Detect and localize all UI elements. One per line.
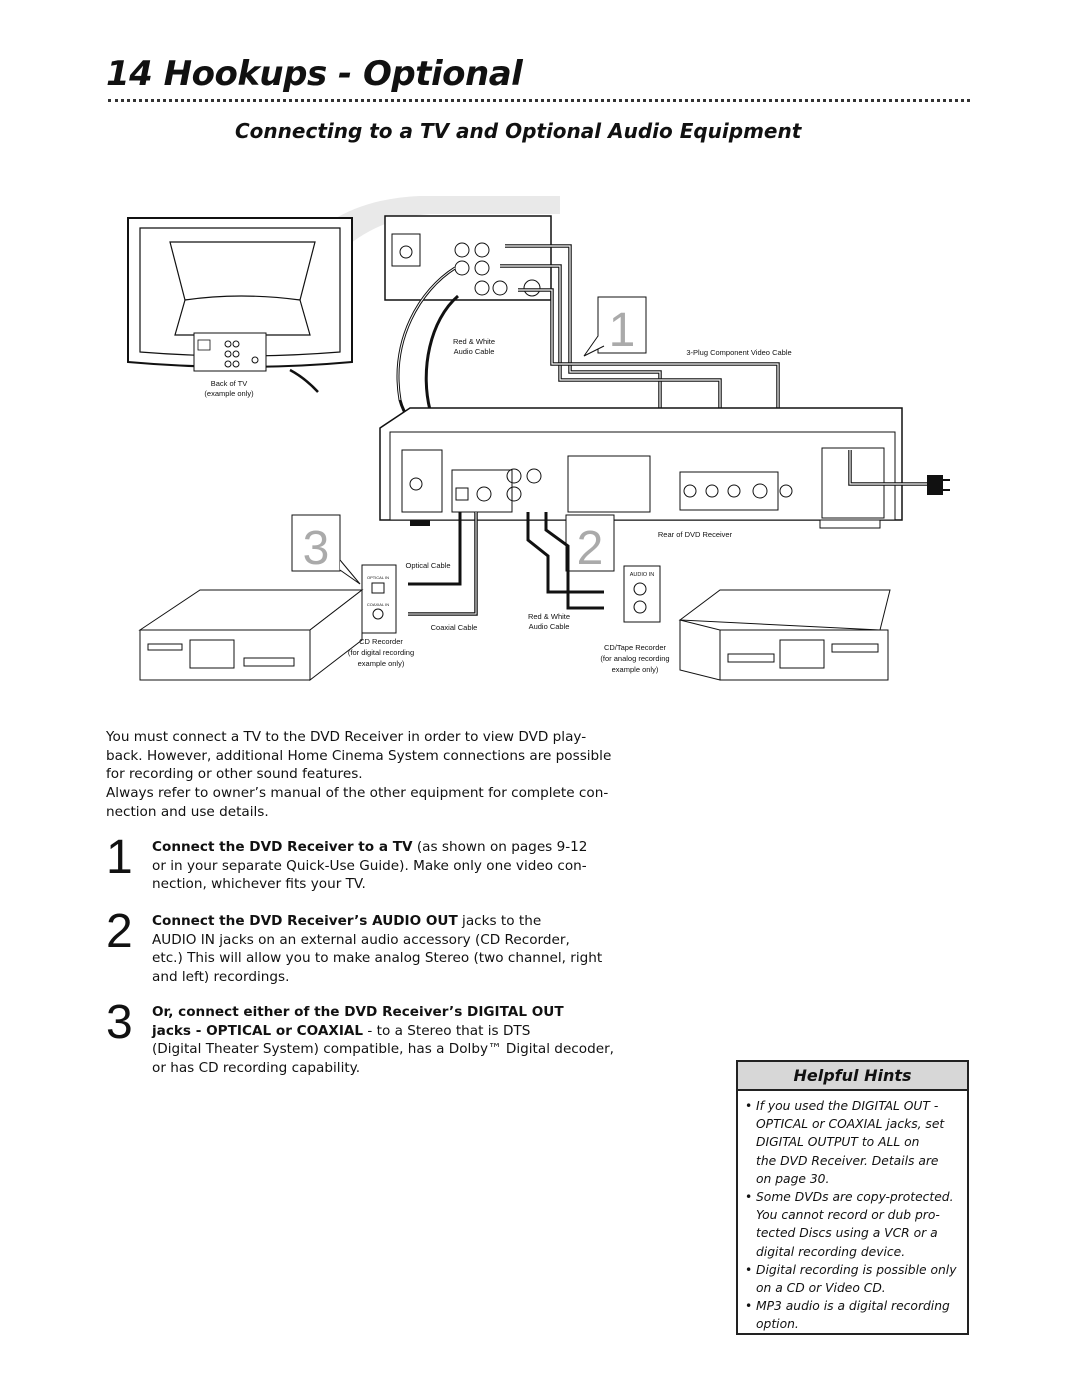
tape-recorder-label-2: (for analog recording [600, 654, 669, 663]
svg-text:COAXIAL IN: COAXIAL IN [367, 602, 389, 607]
tape-recorder-label-3: example only) [612, 665, 659, 674]
back-of-tv-note: (example only) [204, 389, 254, 398]
section-title: Connecting to a TV and Optional Audio Eq… [235, 119, 802, 143]
callout-1-box [597, 296, 647, 354]
intro-paragraph-1: You must connect a TV to the DVD Receive… [106, 729, 612, 783]
dotted-divider [108, 99, 970, 102]
cd-recorder-illustration [138, 588, 364, 682]
dvd-receiver-rear [379, 407, 903, 529]
cd-recorder-label-3: example only) [358, 659, 405, 668]
callout-3: 3 [303, 522, 330, 575]
red-white-top-label-2: Audio Cable [454, 347, 495, 356]
back-of-tv-label: Back of TV [211, 379, 248, 388]
step-number: 2 [106, 905, 133, 958]
callout-2-box [565, 514, 615, 572]
hint-item: If you used the DIGITAL OUT -OPTICAL or … [745, 1097, 959, 1188]
rear-of-receiver-label: Rear of DVD Receiver [658, 530, 733, 539]
step-number: 3 [106, 996, 133, 1049]
audio-cable-bottom-b [544, 512, 604, 610]
coaxial-cable-label: Coaxial Cable [431, 623, 478, 632]
helpful-hints-box: Helpful Hints If you used the DIGITAL OU… [736, 1060, 969, 1335]
optical-cable-label: Optical Cable [405, 561, 450, 570]
step-text: Connect the DVD Receiver to a TV (as sho… [152, 839, 588, 893]
power-plug [927, 475, 950, 495]
audio-in-label: AUDIO IN [630, 572, 654, 578]
cd-recorder-label-1: CD Recorder [359, 637, 403, 646]
callout-1: 1 [609, 304, 636, 357]
red-white-bottom-label-1: Red & White [528, 612, 570, 621]
hint-item: Some DVDs are copy-protected.You cannot … [745, 1188, 959, 1261]
helpful-hints-title: Helpful Hints [738, 1062, 967, 1091]
step-number: 1 [106, 831, 133, 884]
digital-input-panel [361, 564, 397, 634]
tv-jack-panel [384, 215, 552, 301]
optical-cable [408, 512, 462, 586]
tv-back-illustration [127, 217, 353, 393]
helpful-hints-list: If you used the DIGITAL OUT -OPTICAL or … [738, 1091, 967, 1334]
intro-paragraph-2: Always refer to owner’s manual of the ot… [106, 785, 609, 820]
callout-3-box [291, 514, 341, 572]
tape-recorder-label-1: CD/Tape Recorder [604, 643, 667, 652]
red-white-bottom-label-2: Audio Cable [529, 622, 570, 631]
callout-2: 2 [577, 522, 604, 575]
svg-text:OPTICAL IN: OPTICAL IN [367, 575, 389, 580]
red-white-top-label-1: Red & White [453, 337, 495, 346]
step-text: Or, connect either of the DVD Receiver’s… [152, 1004, 614, 1076]
hookup-diagram: Back of TV (example only) Red & White Au… [127, 196, 950, 682]
tape-recorder-illustration [678, 589, 891, 681]
step-text: Connect the DVD Receiver’s AUDIO OUT jac… [152, 913, 603, 985]
cd-recorder-label-2: (for digital recording [348, 648, 414, 657]
component-cable-label: 3-Plug Component Video Cable [686, 348, 791, 357]
page-title: 14 Hookups - Optional [106, 54, 523, 94]
